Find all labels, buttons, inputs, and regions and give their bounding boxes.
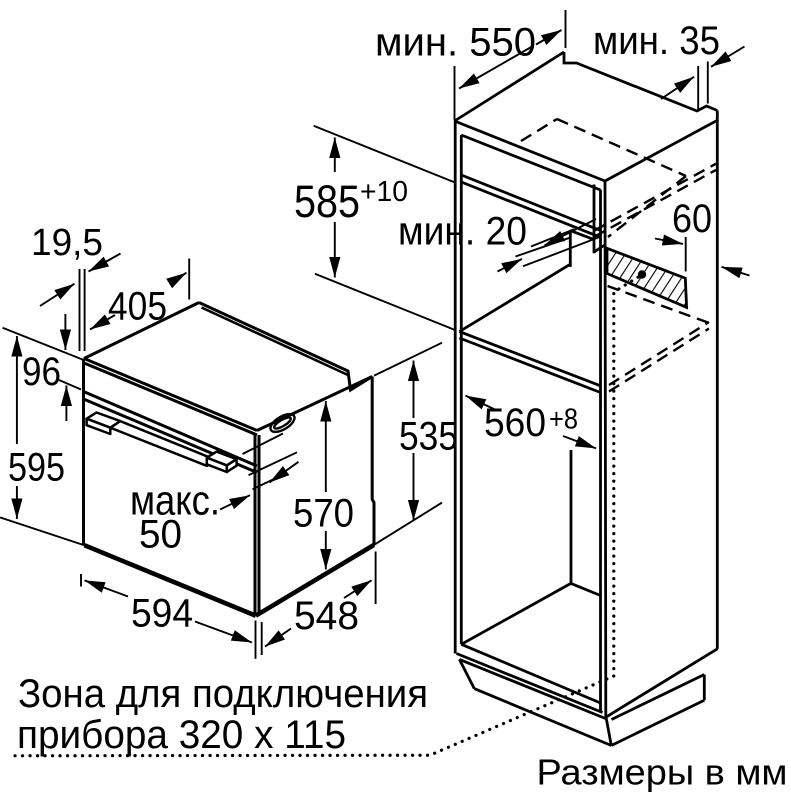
svg-text:570: 570 xyxy=(293,492,354,536)
svg-text:+10: +10 xyxy=(360,176,408,208)
svg-text:макс.: макс. xyxy=(130,477,220,524)
svg-text:Размеры в мм: Размеры в мм xyxy=(537,752,788,793)
svg-text:594: 594 xyxy=(131,592,193,636)
svg-text:прибора 320 x 115: прибора 320 x 115 xyxy=(17,713,346,757)
svg-text:мин. 35: мин. 35 xyxy=(593,19,720,63)
svg-text:60: 60 xyxy=(672,197,712,241)
svg-text:595: 595 xyxy=(8,446,65,490)
svg-text:548: 548 xyxy=(294,594,359,638)
svg-text:585: 585 xyxy=(294,176,360,227)
svg-text:мин. 550: мин. 550 xyxy=(375,21,536,65)
svg-text:мин. 20: мин. 20 xyxy=(398,210,527,254)
svg-text:535: 535 xyxy=(399,415,458,459)
svg-text:96: 96 xyxy=(22,350,61,394)
svg-text:Зона для подключения: Зона для подключения xyxy=(18,672,428,716)
svg-text:+8: +8 xyxy=(549,404,578,436)
svg-text:50: 50 xyxy=(139,513,182,557)
svg-text:560: 560 xyxy=(484,401,546,445)
svg-text:19,5: 19,5 xyxy=(31,222,103,264)
svg-text:405: 405 xyxy=(108,285,167,329)
